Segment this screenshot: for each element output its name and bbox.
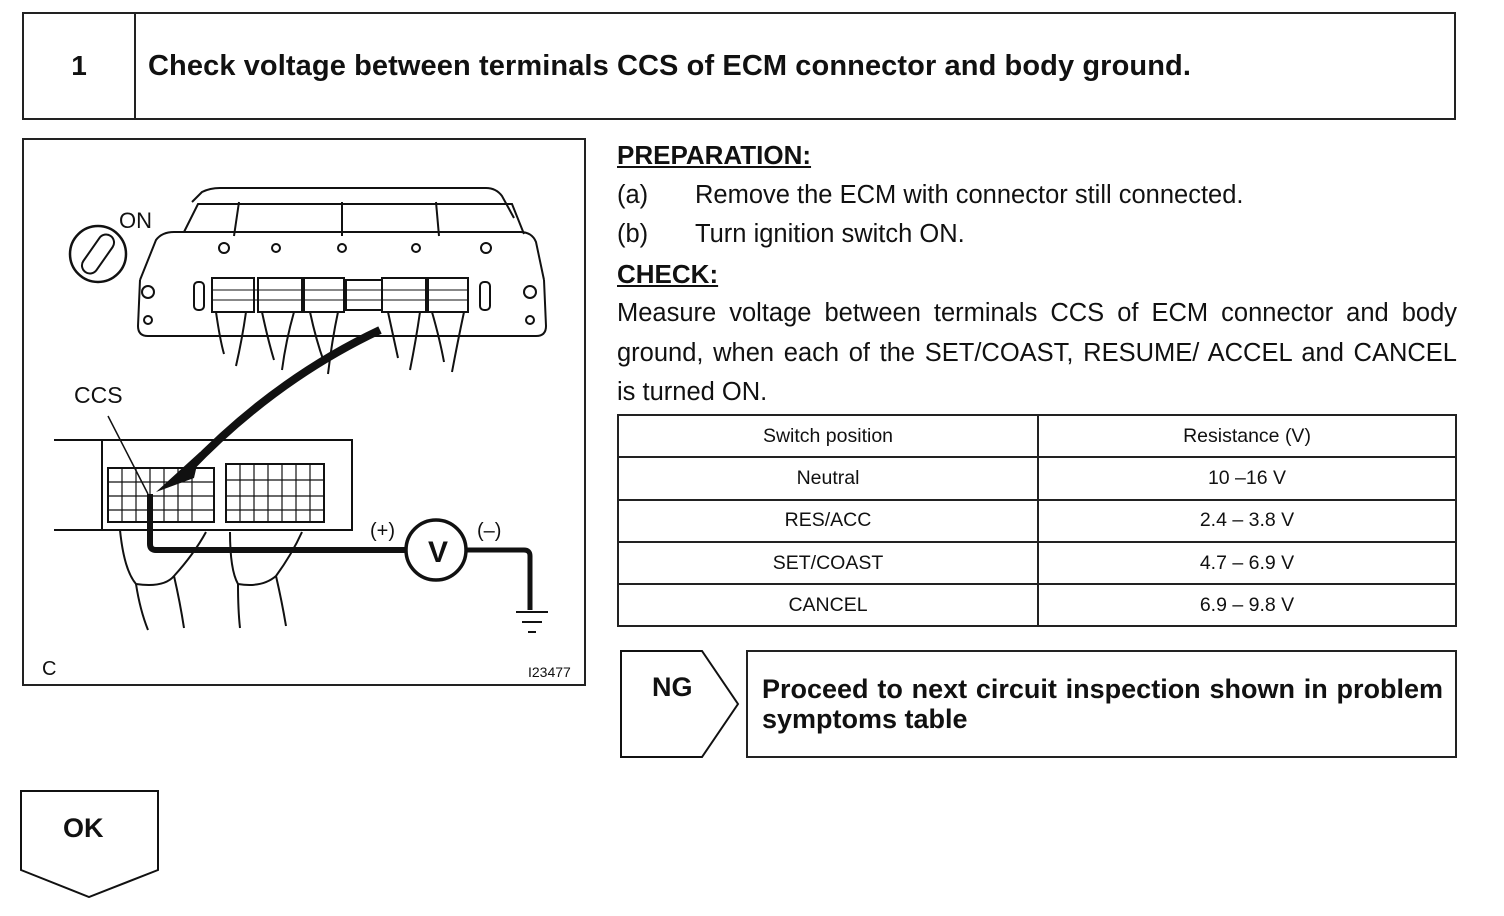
column-header: Switch position [617,413,1039,459]
instructions: PREPARATION: (a) Remove the ECM with con… [617,136,1457,413]
ecm-connector-figure: ON CCS (+) (–) V C I23477 [22,138,586,686]
table-row: CANCEL 6.9 – 9.8 V [617,583,1457,628]
ng-arrow-tag [620,650,740,758]
ok-label: OK [63,813,104,843]
ccs-terminal-label: CCS [74,382,123,408]
preparation-step-b: (b) Turn ignition switch ON. [617,215,1457,255]
check-heading: CHECK: [617,258,719,289]
table-cell: RES/ACC [617,498,1039,543]
ignition-key-icon [68,224,128,284]
table-row: RES/ACC 2.4 – 3.8 V [617,498,1457,543]
ng-result-box: Proceed to next circuit inspection shown… [746,650,1457,758]
negative-lead-label: (–) [477,520,502,542]
step-letter: (a) [617,180,649,209]
connector-detail-drawing [54,439,353,631]
ok-arrow-tag [20,790,159,898]
ground-symbol-icon [516,611,548,633]
ng-label: NG [652,672,693,702]
voltage-spec-table: Switch position Resistance (V) Neutral 1… [617,413,1457,628]
table-cell: 10 –16 V [1037,456,1457,501]
table-cell: 4.7 – 6.9 V [1037,540,1457,586]
voltmeter-symbol: V [427,536,448,569]
preparation-heading: PREPARATION: [617,140,812,170]
figure-id: I23477 [528,664,571,680]
ignition-on-label: ON [119,208,152,233]
step-title: Check voltage between terminals CCS of E… [148,49,1191,82]
ecm-unit-drawing [136,187,548,375]
table-row: SET/COAST 4.7 – 6.9 V [617,540,1457,586]
table-header-row: Switch position Resistance (V) [617,413,1457,459]
positive-lead-label: (+) [370,520,395,542]
voltmeter-icon [404,518,468,582]
column-header: Resistance (V) [1037,413,1457,459]
step-text: Remove the ECM with connector still conn… [695,180,1244,209]
table-cell: 2.4 – 3.8 V [1037,498,1457,543]
step-number: 1 [24,14,136,118]
check-text: Measure voltage between terminals CCS of… [617,299,1457,406]
ecm-wiring-illustration [54,187,548,633]
step-text: Turn ignition switch ON. [695,220,965,248]
table-cell: Neutral [617,456,1039,501]
figure-corner-letter: C [42,658,57,680]
step-header: 1 Check voltage between terminals CCS of… [22,12,1456,120]
table-cell: CANCEL [617,583,1039,628]
table-row: Neutral 10 –16 V [617,456,1457,501]
table-cell: 6.9 – 9.8 V [1037,583,1457,628]
step-letter: (b) [617,220,649,248]
table-cell: SET/COAST [617,540,1039,586]
preparation-step-a: (a) Remove the ECM with connector still … [617,176,1457,216]
